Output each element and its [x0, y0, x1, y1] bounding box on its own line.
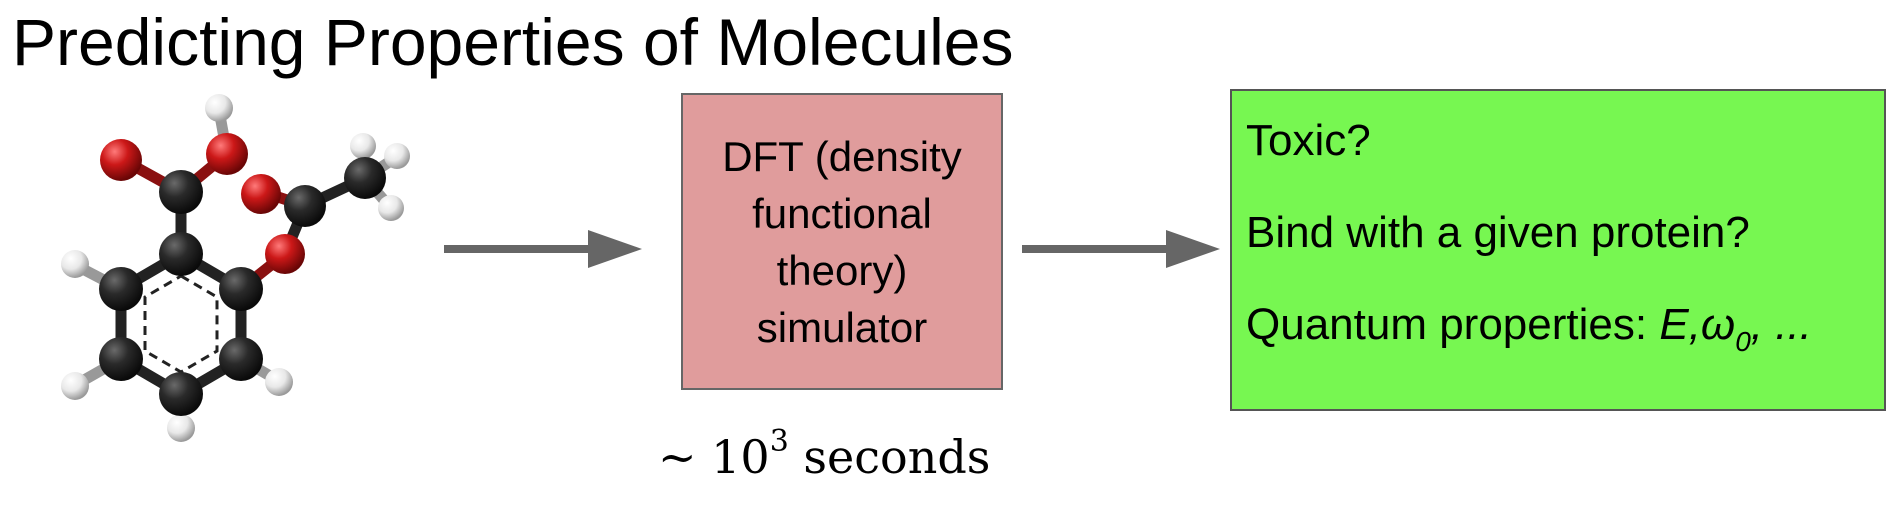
right-arrow-icon	[1022, 230, 1220, 268]
molecule-icon	[61, 94, 410, 442]
time-exponent: 3	[769, 424, 789, 459]
property-toxic: Toxic?	[1246, 116, 1371, 165]
simulation-time-label: ~ 103 seconds	[658, 412, 1038, 487]
dft-simulator-label: DFT (density functional theory) simulato…	[722, 132, 962, 351]
right-arrow-icon	[444, 230, 642, 268]
property-protein-binding: Bind with a given protein?	[1246, 208, 1750, 257]
quantum-prefix: Quantum properties:	[1246, 300, 1660, 349]
energy-symbol: E	[1659, 300, 1689, 349]
aromatic-ring-dashes	[143, 274, 219, 374]
omega-symbol: ,ω	[1688, 300, 1736, 349]
time-prefix: ~ 10	[658, 430, 770, 484]
page-title: Predicting Properties of Molecules	[12, 5, 1014, 79]
molecule-atoms	[61, 94, 410, 442]
dft-simulator-box: DFT (density functional theory) simulato…	[681, 93, 1003, 390]
property-quantum: Quantum properties: E,ω0, ...	[1246, 299, 1884, 368]
properties-box: Toxic? Bind with a given protein? Quantu…	[1230, 89, 1886, 411]
quantum-ellipsis: , ...	[1750, 300, 1812, 349]
time-unit: seconds	[803, 430, 991, 484]
omega-subscript: 0	[1735, 326, 1751, 357]
